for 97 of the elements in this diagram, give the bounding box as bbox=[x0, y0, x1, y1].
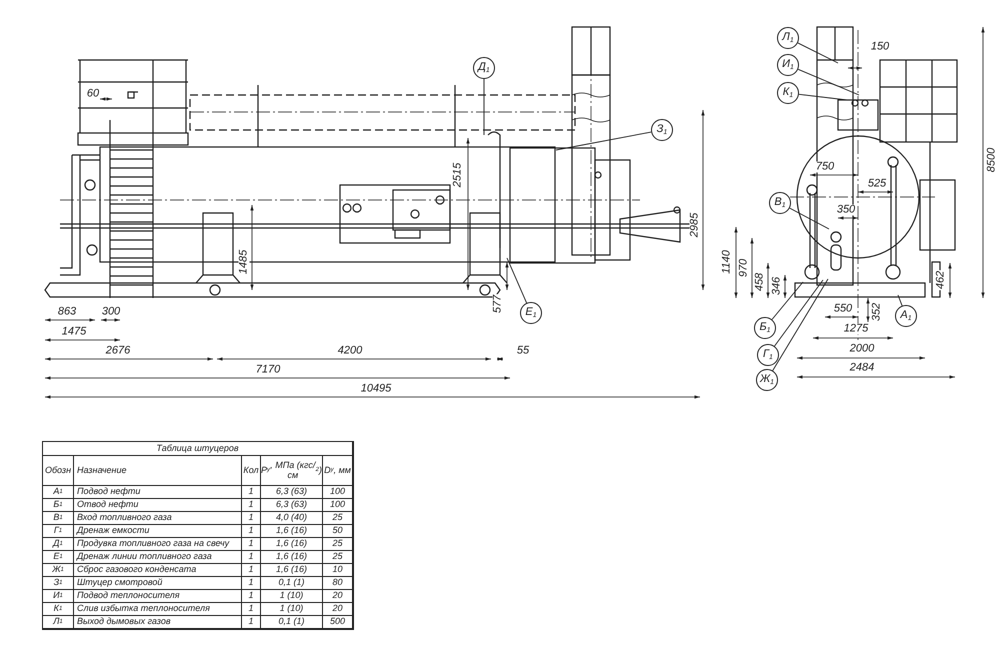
table-cell: 500 bbox=[323, 616, 353, 629]
table-cell: 10 bbox=[323, 564, 353, 577]
table-cell: 4,0 (40) bbox=[261, 512, 323, 525]
dimension-value: 525 bbox=[866, 178, 888, 190]
table-cell: 1 (10) bbox=[261, 603, 323, 616]
leader-line bbox=[898, 294, 903, 306]
dimension-value: 60 bbox=[86, 88, 100, 100]
table-cell: 1,6 (16) bbox=[261, 525, 323, 538]
callout-label: А$_{1}$ bbox=[895, 305, 917, 327]
dimension-value: 750 bbox=[814, 162, 836, 172]
dimension-value: 458 bbox=[754, 272, 766, 292]
table-cell: 100 bbox=[323, 486, 353, 499]
table-cell: 100 bbox=[323, 499, 353, 512]
table-cell: 1 bbox=[242, 590, 261, 603]
leader-line bbox=[772, 278, 828, 372]
dimension-value: 1140 bbox=[722, 249, 732, 275]
leader-line bbox=[797, 42, 838, 64]
table-cell: 1,6 (16) bbox=[261, 564, 323, 577]
table-cell: 50 bbox=[323, 525, 353, 538]
table-cell: 6,3 (63) bbox=[261, 486, 323, 499]
table-cell: 1 bbox=[242, 512, 261, 525]
table-cell: Дренаж емкости bbox=[74, 525, 242, 538]
dimension-value: 2515 bbox=[452, 162, 464, 188]
table-cell: 20 bbox=[323, 603, 353, 616]
table-cell: 1 bbox=[242, 499, 261, 512]
dimension-value: 7170 bbox=[254, 364, 282, 376]
leader-line bbox=[798, 94, 848, 100]
table-cell: 25 bbox=[323, 512, 353, 525]
dimension-value: 863 bbox=[56, 306, 78, 318]
table-cell: Вход топливного газа bbox=[74, 512, 242, 525]
table-cell: Отвод нефти bbox=[74, 499, 242, 512]
table-cell: Подвод теплоносителя bbox=[74, 590, 242, 603]
table-cell: 1 bbox=[242, 616, 261, 629]
dimension-value: 55 bbox=[516, 346, 530, 356]
callout-label: Е$_{1}$ bbox=[520, 302, 542, 324]
table-cell: 1 (10) bbox=[261, 590, 323, 603]
table-cell: Сброс газового конденсата bbox=[74, 564, 242, 577]
table-cell: Продувка топливного газа на свечу bbox=[74, 538, 242, 551]
leader-line bbox=[789, 208, 830, 230]
dimension-value: 350 bbox=[836, 204, 856, 216]
leader-line bbox=[506, 258, 528, 304]
table-cell: 0,1 (1) bbox=[261, 616, 323, 629]
table-cell: 1 bbox=[242, 538, 261, 551]
dimension-value: 8500 bbox=[986, 146, 998, 174]
dimension-value: 550 bbox=[832, 304, 854, 314]
callout-label: Л$_{1}$ bbox=[777, 27, 799, 49]
callout-label: К$_{1}$ bbox=[777, 82, 799, 104]
dimension-value: 1275 bbox=[842, 324, 870, 334]
dimension-value: 352 bbox=[872, 302, 882, 322]
column-header: Назначение bbox=[74, 456, 242, 486]
dimension-value: 2676 bbox=[104, 346, 132, 356]
table-cell: 0,1 (1) bbox=[261, 577, 323, 590]
dimension-value: 2000 bbox=[848, 344, 876, 354]
table-cell: 6,3 (63) bbox=[261, 499, 323, 512]
dimension-value: 1475 bbox=[60, 326, 88, 338]
table-cell: Дренаж линии топливного газа bbox=[74, 551, 242, 564]
callout-label: Д$_{1}$ bbox=[473, 57, 495, 79]
callout-label: Г$_{1}$ bbox=[757, 344, 779, 366]
table-cell: 80 bbox=[323, 577, 353, 590]
table-cell: 1,6 (16) bbox=[261, 551, 323, 564]
table-cell: 1 bbox=[242, 525, 261, 538]
dimension-value: 2985 bbox=[690, 212, 700, 238]
dimension-value: 1485 bbox=[238, 248, 250, 276]
dimension-value: 300 bbox=[100, 306, 122, 318]
callout-label: Ж$_{1}$ bbox=[756, 369, 778, 391]
dimension-value: 577 bbox=[492, 294, 504, 314]
leader-line bbox=[772, 282, 804, 320]
table-cell: Штуцер смотровой bbox=[74, 577, 242, 590]
table-cell: Подвод нефти bbox=[74, 486, 242, 499]
dimension-value: 10495 bbox=[360, 384, 392, 394]
table-cell: 1 bbox=[242, 486, 261, 499]
table-cell: 1 bbox=[242, 564, 261, 577]
table-cell: Выход дымовых газов bbox=[74, 616, 242, 629]
table-cell: 1 bbox=[242, 603, 261, 616]
table-title: Таблица штуцеров bbox=[43, 442, 353, 456]
dimension-value: 2484 bbox=[848, 362, 876, 374]
leader-line bbox=[774, 280, 824, 347]
leader-line bbox=[556, 132, 652, 150]
dimension-value: 970 bbox=[738, 258, 750, 278]
table-cell: 1 bbox=[242, 577, 261, 590]
table-cell: Слив избытка теплоносителя bbox=[74, 603, 242, 616]
callout-label: И$_{1}$ bbox=[777, 54, 799, 76]
table-cell: 1,6 (16) bbox=[261, 538, 323, 551]
callout-label: Б$_{1}$ bbox=[754, 317, 776, 339]
callout-label: В$_{1}$ bbox=[769, 192, 791, 214]
dimension-value: 4200 bbox=[336, 346, 364, 356]
table-cell: 1 bbox=[242, 551, 261, 564]
callout-label: З$_{1}$ bbox=[651, 119, 673, 141]
leader-line bbox=[798, 68, 860, 96]
table-cell: 20 bbox=[323, 590, 353, 603]
column-header: Кол bbox=[242, 456, 261, 486]
table-cell: 25 bbox=[323, 538, 353, 551]
dimension-value: 462 bbox=[936, 270, 946, 290]
dimension-value: 346 bbox=[772, 276, 782, 296]
table-cell: 25 bbox=[323, 551, 353, 564]
column-header: Обозн bbox=[43, 456, 74, 486]
dimension-value: 150 bbox=[870, 42, 890, 52]
